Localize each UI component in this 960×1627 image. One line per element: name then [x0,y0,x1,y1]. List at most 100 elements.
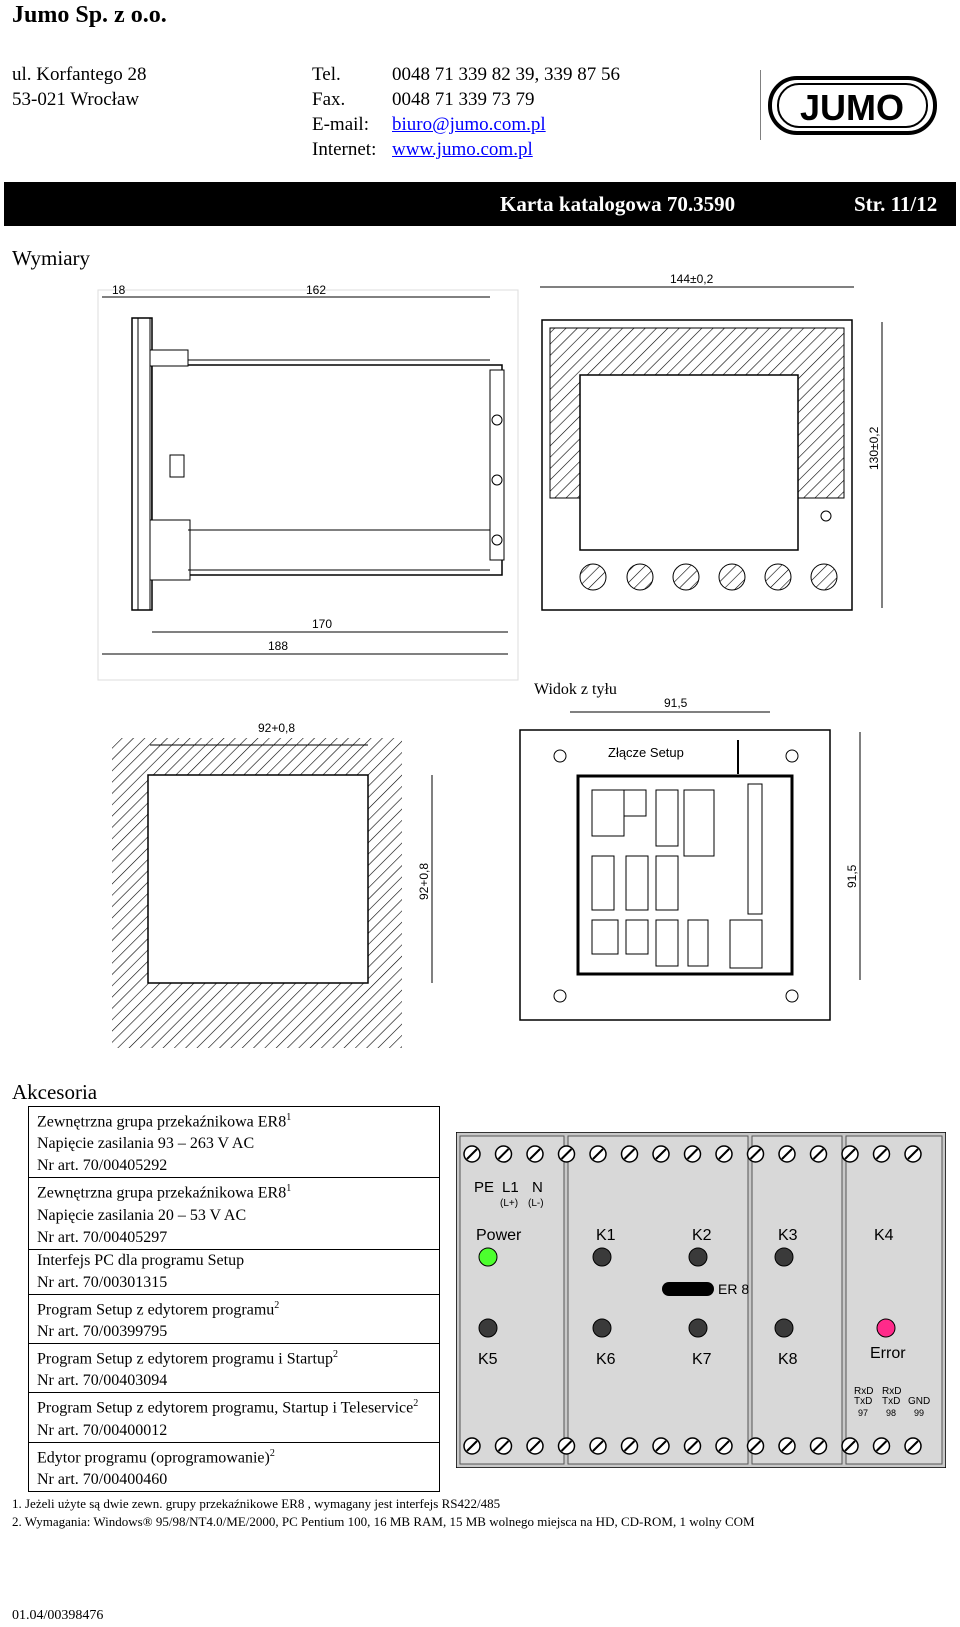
accessory-part-no: Nr art. 70/00405292 [37,1157,168,1175]
footnote-ref: 2 [274,1299,280,1311]
accessories-table: Zewnętrzna grupa przekaźnikowa ER81 Napi… [28,1105,440,1492]
internet-label: Internet: [312,139,377,160]
dim-rear-height: 91,5 [845,864,859,888]
catalog-title: Karta katalogowa 70.3590 [500,192,736,216]
accessory-name: Program Setup z edytorem programu, Start… [37,1399,414,1417]
accessory-part-no: Nr art. 70/00400460 [37,1470,168,1488]
address-line2: 53-021 Wrocław [12,89,140,110]
fax-label: Fax. [312,89,346,110]
website-link[interactable]: www.jumo.com.pl [392,139,533,160]
top-terminal-screws [463,1145,922,1163]
screw-slot [655,1440,667,1452]
l1-label: L1 [502,1179,519,1196]
screw-slot [686,1148,699,1160]
k1-label: K1 [596,1227,616,1244]
company-address: ul. Korfantego 28 53-021 Wrocław [12,62,147,112]
screw-slot [686,1440,699,1452]
accessory-part-no: Nr art. 70/00403094 [37,1372,168,1390]
panel-cutout: 92+0,8 92+0,8 [112,721,433,1048]
power-label: Power [476,1227,522,1244]
document-number: 01.04/00398476 [12,1608,104,1623]
screw-slot [718,1440,730,1452]
dim-front-width: 144±0,2 [670,272,714,286]
k6-label: K6 [596,1351,616,1368]
screw-slot [592,1148,604,1160]
er8-relay-panel: PE L1 N (L+) (L-) Power K1 K2 K3 K4 ER 8… [456,1132,946,1468]
jumo-mini-logo [662,1282,714,1296]
screw-slot [781,1148,793,1160]
screw-slot [907,1440,919,1452]
table-row: Zewnętrzna grupa przekaźnikowa ER81 Napi… [28,1105,440,1179]
txd2-label: TxD [882,1396,900,1407]
page-number: Str. 11/12 [854,192,938,216]
screw-slot [529,1440,541,1452]
rear-view: 91,5 Złącze Setup 91,5 [519,696,861,1021]
bottom-terminal-screws [463,1437,922,1455]
rear-view-caption: Widok z tyłu [534,681,617,698]
dim-188: 188 [268,639,288,653]
dimensions-heading: Wymiary [12,246,91,270]
dim-18: 18 [112,283,126,297]
dim-cutout-width: 92+0,8 [258,721,295,735]
screw-slot [560,1440,573,1452]
table-row: Program Setup z edytorem programu2 Nr ar… [28,1293,440,1344]
k5-label: K5 [478,1351,498,1368]
dim-rear-width: 91,5 [664,696,688,710]
email-link[interactable]: biuro@jumo.com.pl [392,114,546,135]
accessory-detail: Napięcie zasilania 20 – 53 V AC [37,1206,247,1224]
accessory-part-no: Nr art. 70/00399795 [37,1322,168,1340]
email-label: E-mail: [312,114,369,135]
screw-slot [623,1148,636,1160]
rxd1-label: RxD [854,1386,873,1397]
dimension-drawings: 18 162 170 188 144±0,2 [97,272,883,1048]
txd1-label: TxD [854,1396,872,1407]
accessory-name: Edytor programu (oprogramowanie) [37,1448,270,1466]
footnote-2: 2. Wymagania: Windows® 95/98/NT4.0/ME/20… [12,1514,755,1529]
er8-label: ER 8 [718,1281,749,1297]
footnote-ref: 1 [286,1183,292,1195]
gnd-label: GND [908,1396,930,1407]
k7-label: K7 [692,1351,712,1368]
screw-slot [875,1440,888,1452]
error-label: Error [870,1345,906,1362]
power-led [478,1247,498,1267]
k1-led [592,1247,612,1267]
screw-slot [875,1148,888,1160]
accessory-name: Interfejs PC dla programu Setup [37,1251,245,1269]
screw-slot [497,1440,510,1452]
accessories-heading: Akcesoria [12,1080,98,1104]
k2-led [688,1247,708,1267]
screw-slot [844,1148,856,1160]
screw-slot [497,1148,510,1160]
table-row: Program Setup z edytorem programu i Star… [28,1342,440,1394]
screw-slot [907,1148,919,1160]
side-view: 18 162 170 188 [97,283,519,681]
title-bar: Karta katalogowa 70.3590 Str. 11/12 [4,182,956,226]
footnote-ref: 1 [286,1112,292,1123]
screw-slot [749,1440,762,1452]
k8-led [774,1318,794,1338]
jumo-logo: JUMO [760,70,937,140]
footnote-ref: 2 [332,1348,338,1360]
setup-connector-label: Złącze Setup [608,745,684,760]
k4-label: K4 [874,1227,894,1244]
screw-slot [812,1440,825,1452]
k8-label: K8 [778,1351,798,1368]
terminal-97: 97 [858,1408,868,1418]
table-row: Edytor programu (oprogramowanie)2 Nr art… [28,1441,440,1492]
logo-text: JUMO [800,87,904,128]
terminal-98: 98 [886,1408,896,1418]
fax-value: 0048 71 339 73 79 [392,89,535,110]
k5-led [478,1318,498,1338]
k2-label: K2 [692,1227,712,1244]
dim-front-height: 130±0,2 [867,426,881,470]
accessory-detail: Napięcie zasilania 93 – 263 V AC [37,1135,255,1153]
accessory-part-no: Nr art. 70/00301315 [37,1273,168,1291]
footnote-1: 1. Jeżeli użyte są dwie zewn. grupy prze… [12,1496,501,1511]
accessory-name: Zewnętrzna grupa przekaźnikowa ER8 [37,1113,287,1131]
table-row: Interfejs PC dla programu Setup Nr art. … [28,1248,440,1295]
footnote-ref: 2 [413,1398,419,1410]
screw-slot [749,1148,762,1160]
tel-label: Tel. [312,64,341,85]
screw-slot [718,1148,730,1160]
